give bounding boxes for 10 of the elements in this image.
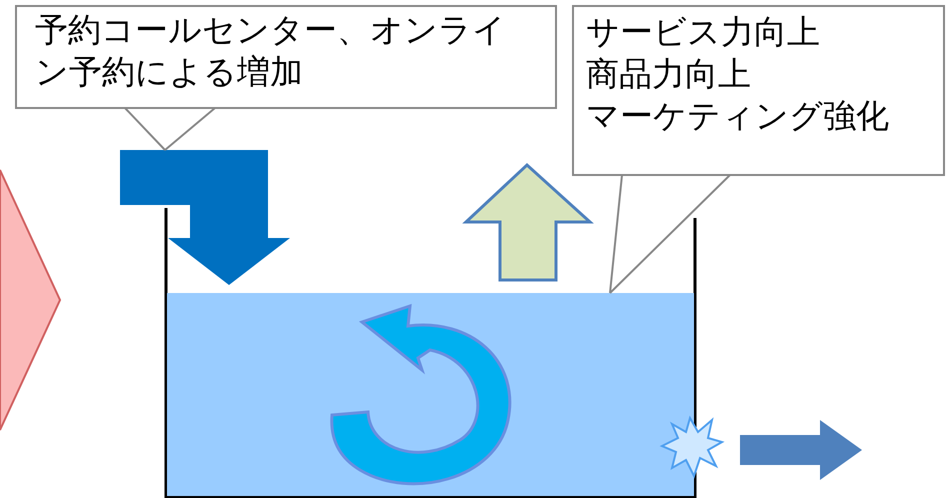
- leader-line: [609, 174, 731, 294]
- chevron-shape: [0, 169, 62, 431]
- callout-box: [572, 5, 945, 176]
- callout-box: [15, 5, 557, 109]
- callout-text: 商品力向上: [586, 53, 752, 95]
- callout-text: マーケティング強化: [586, 95, 890, 137]
- leader-line: [124, 107, 216, 151]
- callout-text: 予約コールセンター、オンライン予約による増加: [35, 9, 507, 93]
- block-arrow: [120, 150, 290, 285]
- callout-text: サービス力向上: [586, 11, 821, 53]
